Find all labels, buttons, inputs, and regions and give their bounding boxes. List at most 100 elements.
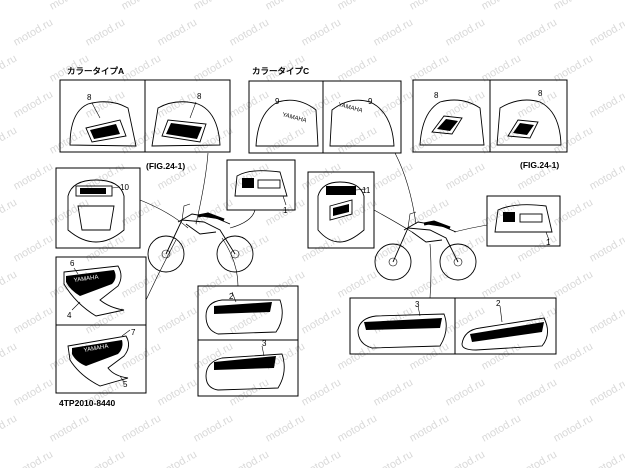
watermark-text: motod.ru <box>444 232 488 264</box>
callout-2-side: 2 <box>229 292 234 301</box>
callout-1-right: 1 <box>546 238 551 247</box>
callout-8-a-right: 8 <box>197 92 202 101</box>
watermark-text: motod.ru <box>336 124 380 156</box>
part-number: 4TP2010-8440 <box>59 398 116 408</box>
callout-6: 6 <box>70 259 75 268</box>
watermark-text: motod.ru <box>336 268 380 300</box>
watermark-text: motod.ru <box>516 232 560 264</box>
callout-8-x-left: 8 <box>434 91 439 100</box>
watermark-text: motod.ru <box>552 268 596 300</box>
watermark-text: motod.ru <box>228 16 272 48</box>
watermark-text: motod.ru <box>588 160 625 192</box>
watermark-text: motod.ru <box>12 232 56 264</box>
watermark-text: motod.ru <box>48 412 92 444</box>
watermark-text: motod.ru <box>336 412 380 444</box>
watermark-text: motod.ru <box>552 0 596 13</box>
watermark-text: motod.ru <box>444 448 488 468</box>
callout-1-left: 1 <box>283 206 288 215</box>
watermark-text: motod.ru <box>264 268 308 300</box>
watermark-text: motod.ru <box>552 412 596 444</box>
watermark-text: motod.ru <box>516 448 560 468</box>
watermark-text: motod.ru <box>0 124 19 156</box>
watermark-text: motod.ru <box>444 304 488 336</box>
watermark-text: motod.ru <box>444 160 488 192</box>
side-cover-group: 2 3 <box>198 286 298 396</box>
watermark-text: motod.ru <box>588 88 625 120</box>
callout-11: 11 <box>362 186 371 195</box>
watermark-text: motod.ru <box>372 16 416 48</box>
watermark-text: motod.ru <box>264 412 308 444</box>
watermark-text: motod.ru <box>120 412 164 444</box>
watermark-text: motod.ru <box>336 52 380 84</box>
callout-4: 4 <box>67 311 72 320</box>
watermark-text: motod.ru <box>372 88 416 120</box>
watermark-text: motod.ru <box>12 448 56 468</box>
heading-color-type-a: カラータイプA <box>67 66 124 76</box>
watermark-text: motod.ru <box>0 0 19 13</box>
watermark-text: motod.ru <box>12 304 56 336</box>
shroud-group: YAMAHA 6 4 YAMAHA 7 5 <box>56 257 146 393</box>
fig-ref-right: (FIG.24-1) <box>520 160 559 170</box>
callout-2-right: 2 <box>496 299 501 308</box>
watermark-text: motod.ru <box>192 412 236 444</box>
watermark-text: motod.ru <box>120 196 164 228</box>
watermark-text: motod.ru <box>516 376 560 408</box>
watermark-text: motod.ru <box>516 16 560 48</box>
watermark-text: motod.ru <box>192 0 236 13</box>
watermark-text: motod.ru <box>588 448 625 468</box>
watermark-text: motod.ru <box>408 412 452 444</box>
watermark-text: motod.ru <box>408 0 452 13</box>
watermark-text: motod.ru <box>0 412 19 444</box>
heading-color-type-c: カラータイプC <box>252 66 309 76</box>
callout-8-x-right: 8 <box>538 89 543 98</box>
watermark-text: motod.ru <box>228 376 272 408</box>
watermark-text: motod.ru <box>0 268 19 300</box>
watermark-text: motod.ru <box>480 0 524 13</box>
watermark-text: motod.ru <box>156 16 200 48</box>
watermark-text: motod.ru <box>12 376 56 408</box>
watermark-text: motod.ru <box>120 340 164 372</box>
watermark-text: motod.ru <box>156 448 200 468</box>
watermark-text: motod.ru <box>372 232 416 264</box>
watermark-text: motod.ru <box>120 0 164 13</box>
watermark-text: motod.ru <box>444 376 488 408</box>
watermark-text: motod.ru <box>300 376 344 408</box>
watermark-text: motod.ru <box>156 376 200 408</box>
watermark-text: motod.ru <box>0 340 19 372</box>
watermark-text: motod.ru <box>480 412 524 444</box>
watermark-text: motod.ru <box>12 16 56 48</box>
watermark-text: motod.ru <box>120 268 164 300</box>
watermark-text: motod.ru <box>300 448 344 468</box>
watermark-text: motod.ru <box>0 196 19 228</box>
callout-9-c-right: 9 <box>368 97 373 106</box>
watermark-text: motod.ru <box>336 340 380 372</box>
callout-10: 10 <box>120 183 129 192</box>
watermark-text: motod.ru <box>228 448 272 468</box>
callout-9-c-left: 9 <box>275 97 280 106</box>
callout-8-a-left: 8 <box>87 93 92 102</box>
watermark-text: motod.ru <box>48 196 92 228</box>
watermark-text: motod.ru <box>300 88 344 120</box>
watermark-text: motod.ru <box>156 232 200 264</box>
watermark-text: motod.ru <box>444 16 488 48</box>
callout-7: 7 <box>131 328 136 337</box>
callout-3-right: 3 <box>415 300 420 309</box>
watermark-text: motod.ru <box>552 196 596 228</box>
watermark-text: motod.ru <box>552 340 596 372</box>
watermark-text: motod.ru <box>588 16 625 48</box>
watermark-text: motod.ru <box>408 340 452 372</box>
watermark-text: motod.ru <box>480 196 524 228</box>
watermark-text: motod.ru <box>300 16 344 48</box>
watermark-text: motod.ru <box>372 448 416 468</box>
watermark-text: motod.ru <box>588 376 625 408</box>
watermark-text: motod.ru <box>480 268 524 300</box>
yamaha-decal-c-right: YAMAHA <box>337 102 363 114</box>
watermark-text: motod.ru <box>84 448 128 468</box>
watermark-text: motod.ru <box>264 124 308 156</box>
watermark-text: motod.ru <box>84 232 128 264</box>
watermark-text: motod.ru <box>480 340 524 372</box>
watermark-text: motod.ru <box>588 304 625 336</box>
watermark-text: motod.ru <box>336 0 380 13</box>
